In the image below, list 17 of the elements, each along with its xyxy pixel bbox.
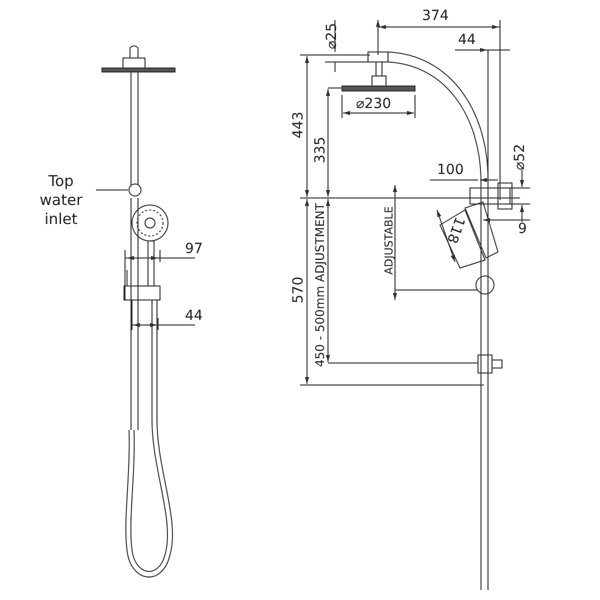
dimension-label: 335 <box>312 136 327 164</box>
dimension-label: 44 <box>458 33 476 47</box>
dimension-label: 44 <box>185 309 203 323</box>
dimension-label: 97 <box>185 242 203 256</box>
dimension-label: 443 <box>290 112 305 138</box>
dimension-label: 570 <box>290 276 305 304</box>
dimension-label: 118 <box>444 215 466 245</box>
callout-text: Top water inlet <box>30 172 92 232</box>
dimension-label: 9 <box>518 222 527 236</box>
dimension-label: ⌀25 <box>325 22 340 50</box>
water-inlet-symbol <box>128 183 142 197</box>
dimension-label: 374 <box>422 9 449 23</box>
dimension-label: ⌀230 <box>356 97 392 111</box>
dimension-label: ⌀52 <box>513 144 528 170</box>
dimension-label: 450 - 500mm ADJUSTMENT <box>314 203 326 367</box>
dimension-label: ADJUSTABLE <box>384 206 395 274</box>
dimension-label: 100 <box>437 163 464 177</box>
